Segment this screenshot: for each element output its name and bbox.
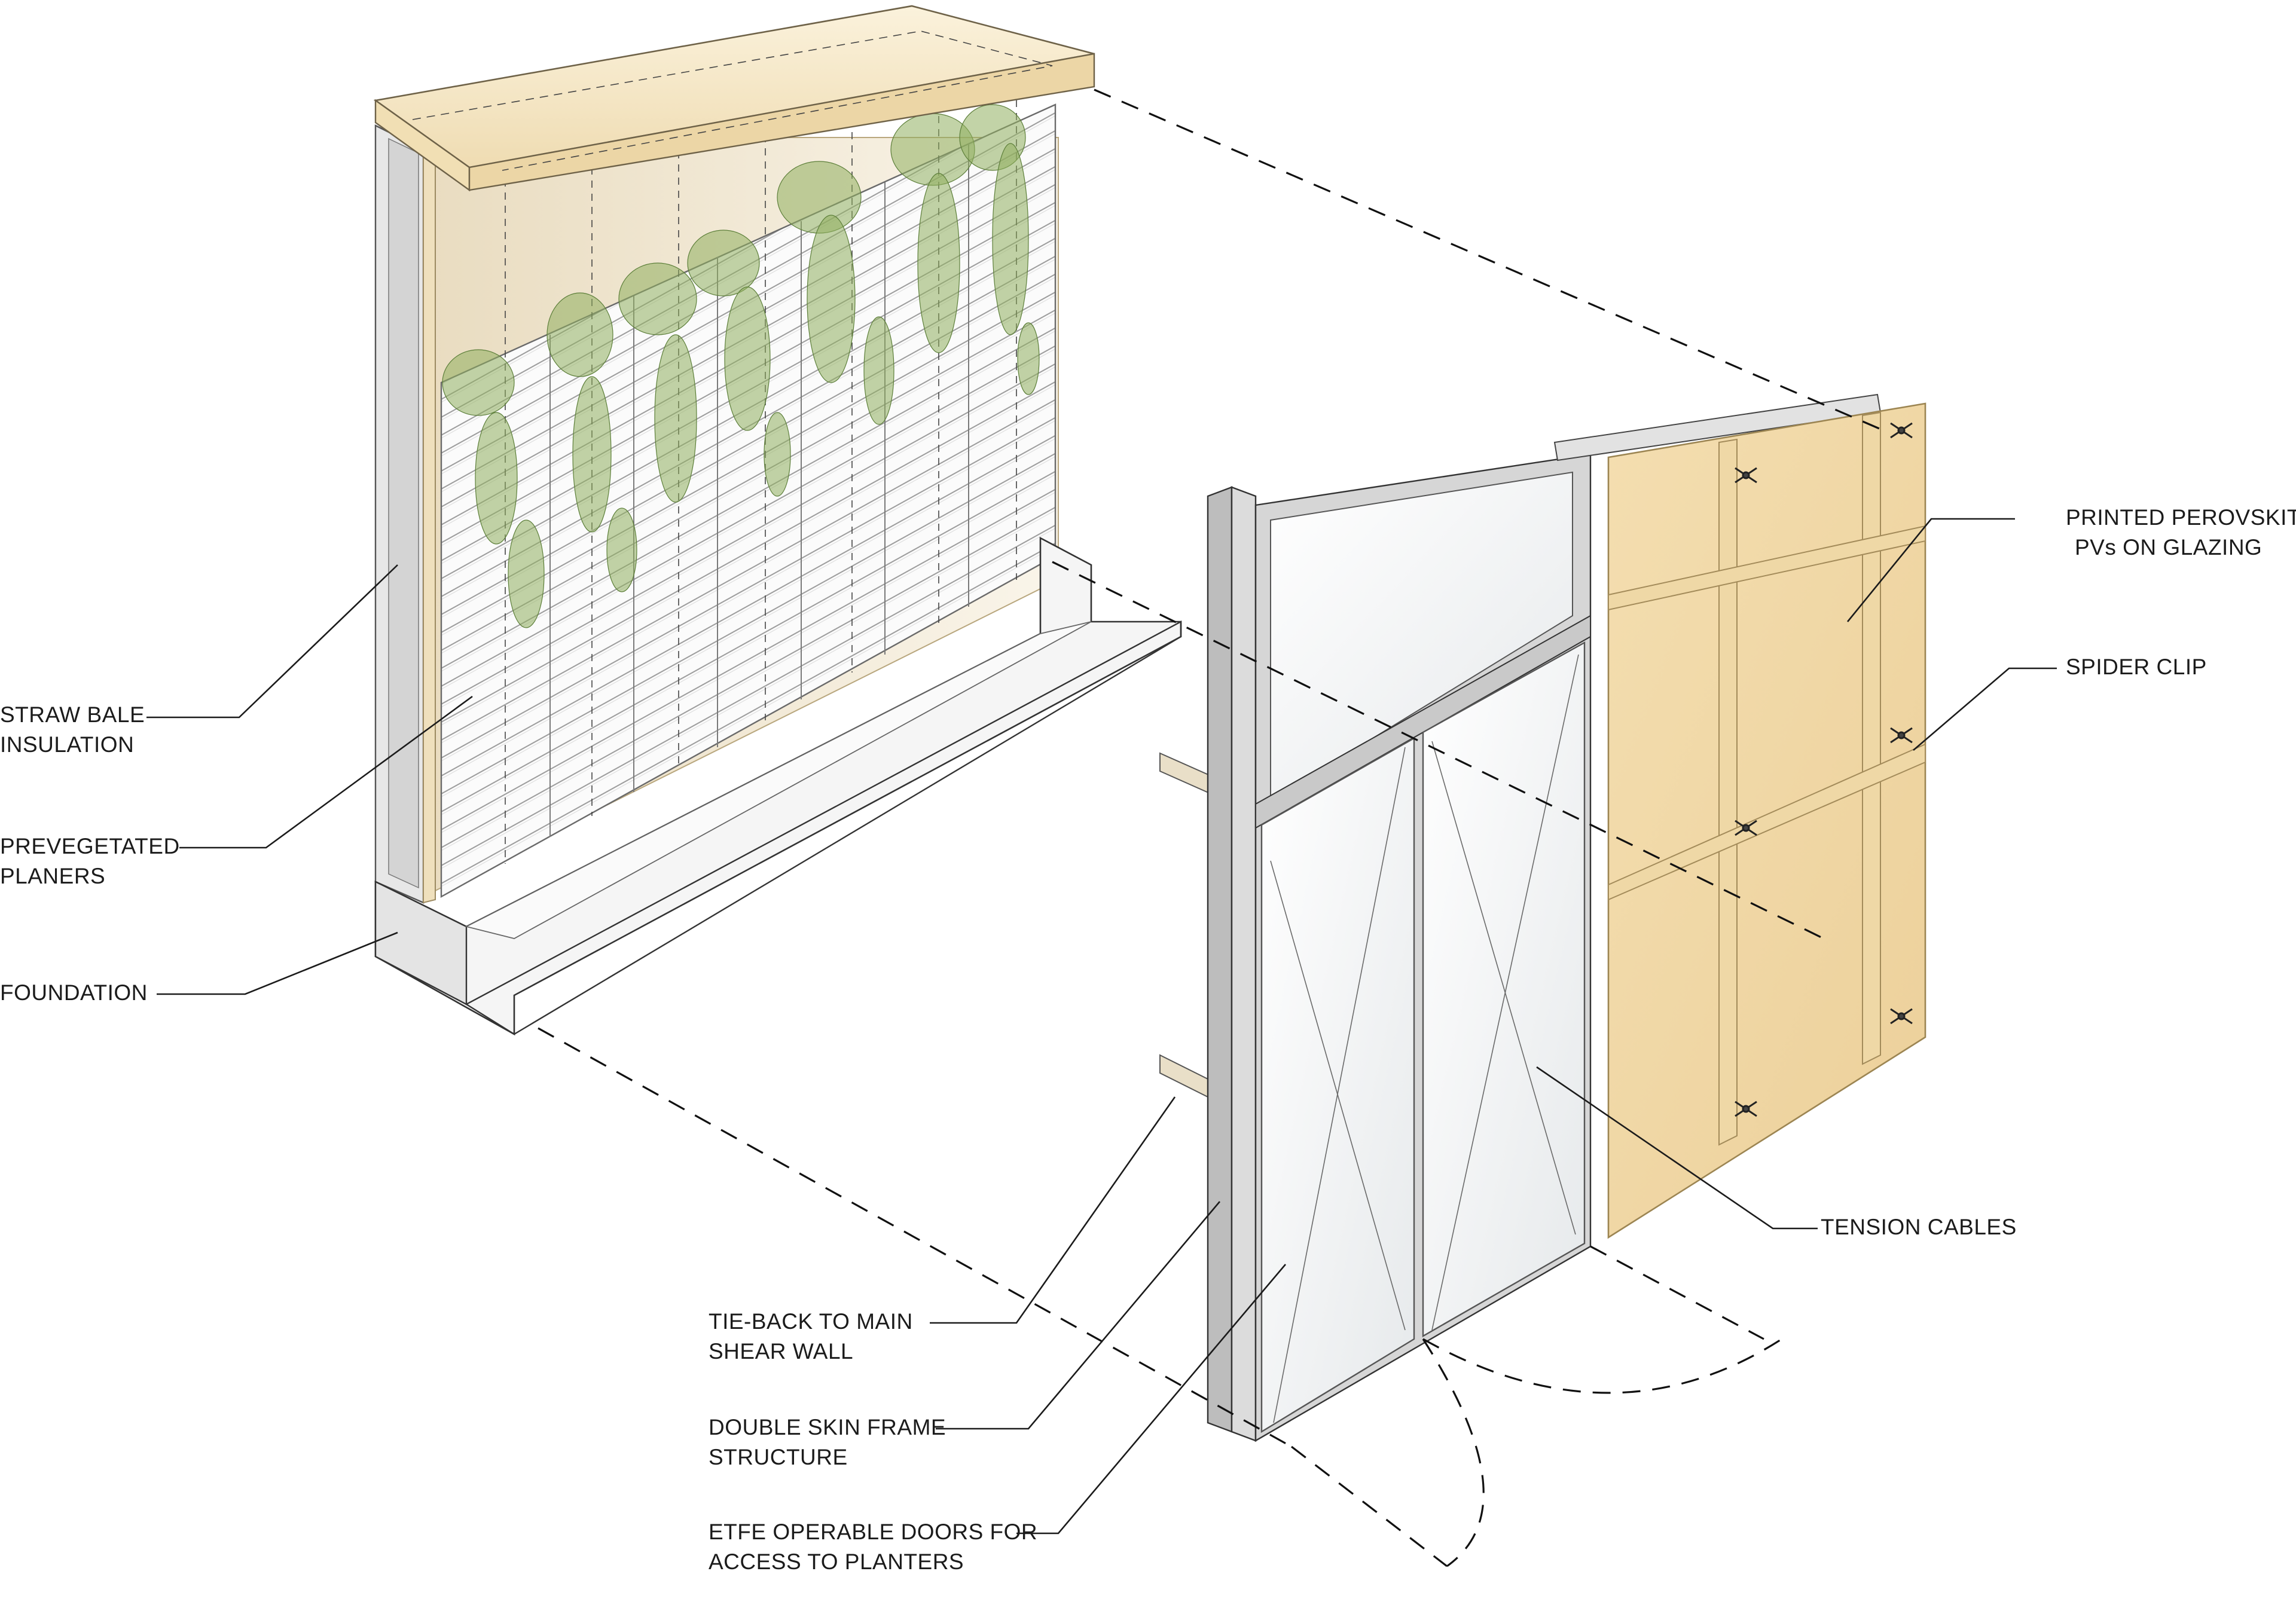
callout-foundation: FOUNDATION (0, 980, 148, 1005)
double-skin-frame (1159, 453, 1782, 1567)
callout-prevegetated-line1: PREVEGETATED (0, 834, 180, 858)
callouts: STRAW BALE INSULATION PREVEGETATED PLANE… (0, 505, 2296, 1574)
callout-double-skin-line2: STRUCTURE (709, 1445, 848, 1469)
tension-cables (1270, 654, 1579, 1423)
callout-etfe-doors-line2: ACCESS TO PLANTERS (709, 1549, 964, 1574)
callout-tie-back-line1: TIE-BACK TO MAIN (709, 1309, 913, 1334)
pv-glazing-panel (1553, 393, 1926, 1239)
callout-straw-bale-line1: STRAW BALE (0, 702, 145, 727)
callout-tie-back-line2: SHEAR WALL (709, 1339, 853, 1364)
planter-wall-assembly (373, 5, 1182, 1036)
upper-glazing (1270, 471, 1573, 802)
spider-clips (1735, 422, 1913, 1117)
callout-perovskite-line1: PRINTED PEROVSKITE (2066, 505, 2296, 530)
straw-bale-edge (423, 149, 436, 904)
callout-prevegetated-line2: PLANERS (0, 864, 105, 888)
etfe-door-left (1260, 736, 1415, 1433)
callout-spider-clip: SPIDER CLIP (2066, 655, 2207, 679)
callout-perovskite-line2: PVs ON GLAZING (2075, 535, 2262, 560)
callout-double-skin-line1: DOUBLE SKIN FRAME (709, 1415, 946, 1439)
callout-straw-bale-line2: INSULATION (0, 732, 134, 757)
callout-tension-cables: TENSION CABLES (1821, 1215, 2017, 1239)
projection-lines (538, 88, 1884, 1567)
callout-etfe-doors-line1: ETFE OPERABLE DOORS FOR (709, 1520, 1037, 1544)
frame-post (1207, 486, 1233, 1433)
vegetation (442, 104, 1040, 628)
